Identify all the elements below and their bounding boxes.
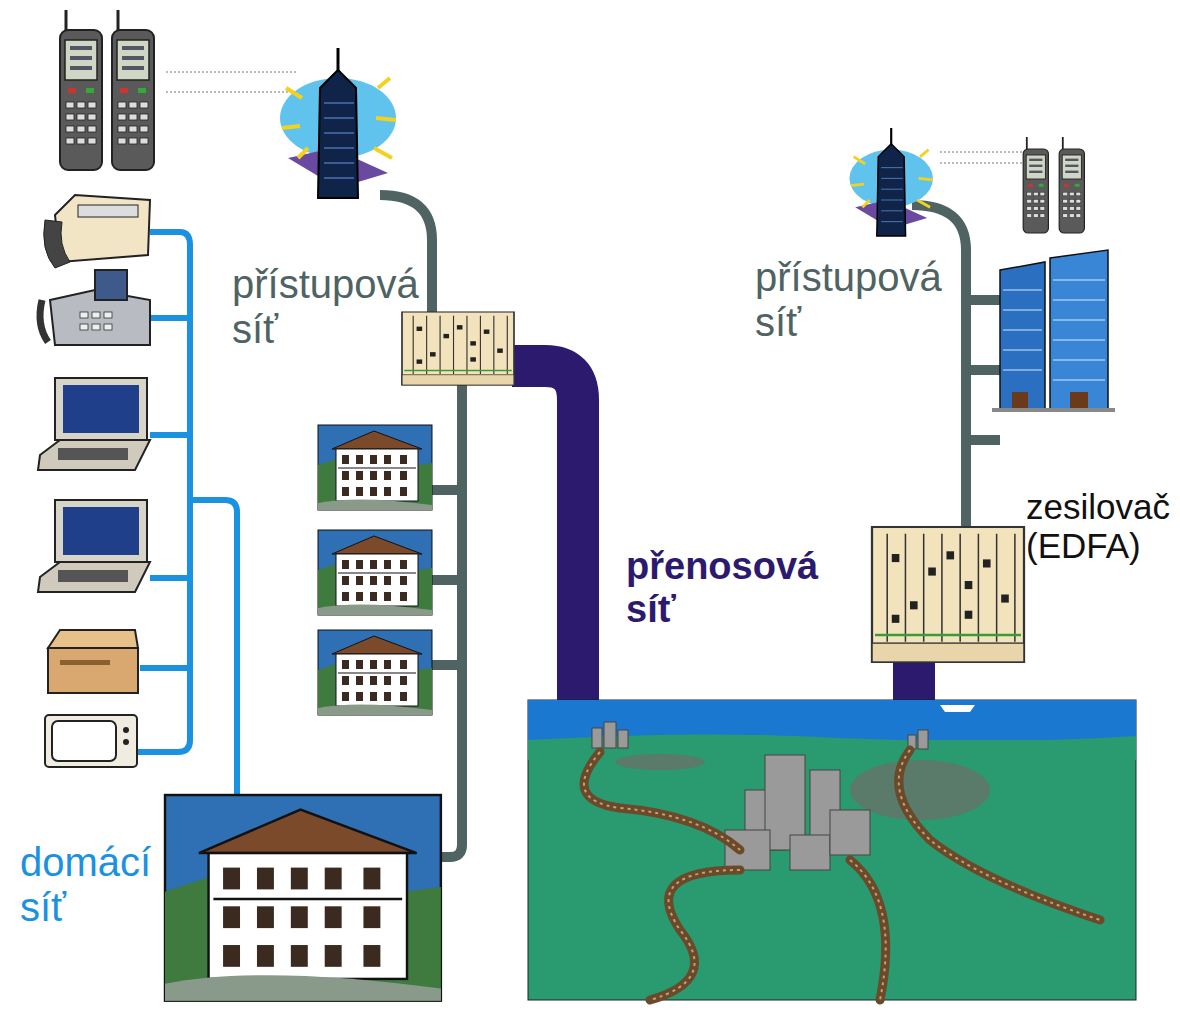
fax-machine (44, 195, 150, 268)
printer (48, 630, 138, 693)
network-label: přístupová síť (232, 262, 419, 352)
mobile-phone (1023, 137, 1084, 233)
landscape-map (528, 700, 1136, 1000)
network-label: přenosová síť (626, 545, 818, 630)
network-label: přístupová síť (755, 255, 942, 345)
label-text: domácí síť (20, 840, 151, 929)
label-text: zesilovač (EDFA) (1026, 487, 1170, 565)
house (318, 425, 432, 715)
transport-network-pipe (512, 366, 914, 748)
label-text: přístupová síť (232, 262, 419, 351)
access-node-rack (402, 312, 514, 385)
network-label: domácí síť (20, 840, 151, 930)
amplifier-rack (872, 527, 1024, 662)
home-building (165, 795, 441, 1001)
label-text: přístupová síť (755, 255, 942, 344)
label-text: přenosová síť (626, 545, 818, 630)
desk-phone (40, 270, 150, 345)
laptop (38, 500, 150, 592)
television (45, 715, 137, 767)
laptop (38, 378, 150, 470)
office-building (992, 250, 1115, 410)
transmitter-tower (280, 48, 933, 236)
network-label: zesilovač (EDFA) (1026, 487, 1170, 565)
mobile-phone (60, 10, 154, 170)
